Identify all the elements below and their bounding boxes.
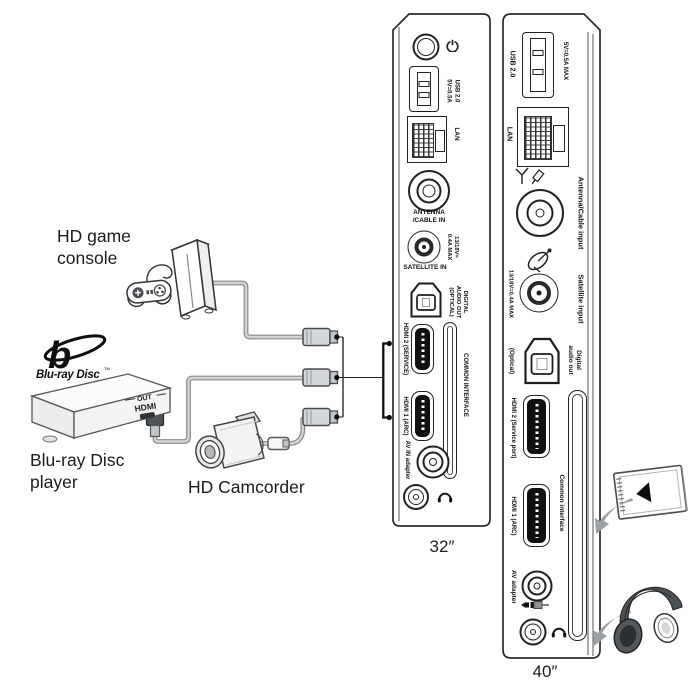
- camcorder-illustration: [195, 411, 265, 469]
- headphone-jack-32-core: [413, 494, 419, 500]
- bluray-logo-text: Blu-ray Disc: [36, 369, 100, 381]
- headphones-illustration: [613, 586, 683, 654]
- lan-label-32: LAN: [453, 127, 461, 141]
- antenna-input-32-core: [422, 184, 436, 198]
- lan-tab: [435, 130, 445, 152]
- cables: [152, 280, 306, 446]
- bluray-logo-tm: TM: [104, 366, 110, 371]
- camcorder-label: HD Camcorder: [188, 477, 305, 497]
- bluray-logo: b Blu-ray Disc TM: [36, 334, 110, 381]
- satellite-label-32: SATELLITE IN: [403, 264, 447, 272]
- headphones-arrow-pointer: [593, 610, 631, 646]
- ci-slot-40: [568, 390, 587, 641]
- satellite-label-40: Satellite input: [576, 274, 586, 324]
- optical-port-32: [410, 282, 442, 318]
- av-label-40: AV adapter: [510, 570, 518, 604]
- headphone-icon: [551, 627, 567, 638]
- headphone-icon: [437, 492, 453, 503]
- common-interface-label-40: Common interface: [558, 474, 566, 532]
- av-jack-32-core: [429, 458, 437, 466]
- antenna-label-32: ANTENNA /CABLE IN: [412, 209, 446, 224]
- satellite-dish-icon: [527, 248, 552, 273]
- bluray-player-illustration: OUT HDMI: [29, 373, 173, 443]
- bluray-player-label: Blu-ray Disc player: [30, 450, 125, 492]
- player-hdmi-label: HDMI: [134, 401, 157, 414]
- hdmi1-port-32: [411, 391, 434, 441]
- digital-audio-label-40: Digital audio out: [567, 345, 583, 375]
- hdmi-core: [527, 399, 546, 454]
- hdmi2-port-32: [411, 324, 434, 374]
- satellite-rating-label-40: 13/18V=0.4A MAX: [507, 269, 514, 319]
- lan-label-40: LAN: [505, 126, 513, 142]
- panel-32-size-label: 32″: [429, 537, 455, 556]
- antenna-input-40-mid: [526, 199, 554, 227]
- camcorder-lens: [195, 435, 225, 469]
- lan-port-32: [407, 116, 447, 163]
- minijack-plug-icon: [521, 601, 549, 609]
- usb-port-tongue: [530, 38, 546, 92]
- lan-port-40: [517, 107, 569, 167]
- power-icon: [446, 39, 459, 52]
- hdmi1-label-32: HDMI 1 (ARC): [401, 396, 408, 436]
- usb-port-tongue: [417, 72, 431, 106]
- power-button-32-inner: [417, 38, 435, 56]
- ci-slot-inner: [572, 394, 583, 637]
- player-out-label: OUT: [137, 394, 153, 403]
- lan-pins: [524, 116, 552, 160]
- usb-label-32: USB 2.0 5V=0.5A: [446, 79, 460, 103]
- hdmi-plug: [302, 327, 339, 347]
- hdmi-plug: [302, 368, 339, 387]
- satellite-input-40-pin: [536, 290, 542, 296]
- common-interface-label-32: COMMON INTERFACE: [461, 353, 468, 417]
- digital-audio-label-32: DIGITAL AUDIO OUT (OPTICAL): [447, 285, 468, 319]
- connection-bracket-lines: [334, 334, 392, 421]
- antenna-label-40: Antenna/Cable input: [576, 176, 586, 250]
- ci-slot-inner: [447, 326, 453, 475]
- ci-slot-32: [443, 322, 457, 479]
- game-console-cable: [211, 280, 306, 340]
- hdmi-core: [415, 328, 430, 370]
- hdmi-plugs: [302, 327, 339, 427]
- game-console-illustration: [126, 238, 217, 320]
- usb-label-40: USB 2.0: [508, 50, 516, 78]
- hdmi1-port-40: [523, 484, 550, 547]
- lan-pins: [412, 123, 434, 158]
- gamepad-icon: [126, 279, 172, 308]
- av-jack-40: [521, 570, 553, 602]
- optical-label-40: (Optical): [508, 347, 516, 375]
- ci-card-arrow: [636, 482, 652, 503]
- game-console-label: HD game console: [57, 226, 131, 268]
- camcorder-mini-plug: [267, 436, 290, 451]
- antenna-icon: [515, 167, 545, 185]
- optical-port-40: [524, 337, 560, 385]
- satellite-rating-label-32: 13/18V= 0.4A MAX: [446, 233, 460, 261]
- av-jack-40-core: [533, 582, 541, 590]
- panel-40-size-label: 40″: [532, 662, 558, 681]
- hdmi-core: [527, 488, 546, 543]
- ci-card-arrow-pointer: [595, 498, 633, 534]
- headphone-jack-40-core: [530, 629, 536, 635]
- hdmi2-label-32: HDMI 2 (SERVICE): [401, 322, 408, 376]
- hdmi2-port-40: [523, 395, 550, 458]
- hdmi-plug: [302, 407, 339, 427]
- usb-port-32: [409, 66, 439, 112]
- hdmi2-label-40: HDMI 2 (Service port): [509, 397, 516, 459]
- usb-rating-label-40: 5V=0.5A MAX: [561, 41, 568, 81]
- ci-card-illustration: [613, 464, 688, 520]
- lan-tab: [553, 125, 565, 152]
- bluray-logo-b: b: [48, 335, 71, 377]
- av-label-32: AV IN adapter: [403, 440, 410, 480]
- usb-port-40: [522, 32, 554, 98]
- antenna-input-40-core: [535, 208, 545, 218]
- hdmi-core: [415, 395, 430, 437]
- satellite-input-32-pin: [422, 245, 426, 249]
- hdmi1-label-40: HDMI 1 (ARC): [509, 496, 516, 536]
